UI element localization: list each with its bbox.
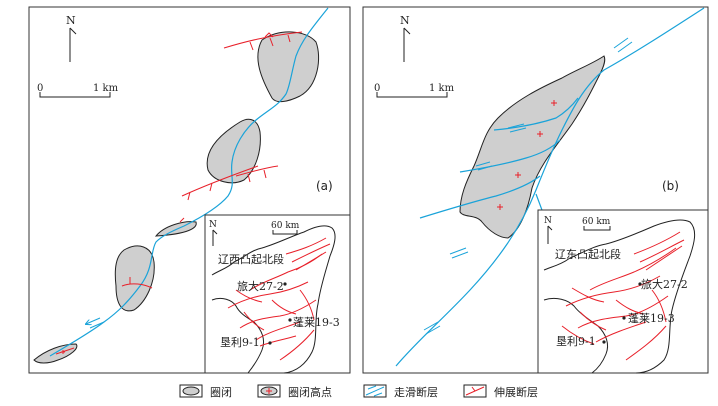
slip-arrows-b bbox=[423, 37, 633, 335]
panel-a-frame bbox=[28, 6, 351, 374]
extensional-faults-a bbox=[55, 31, 303, 355]
closure-1 bbox=[257, 31, 320, 103]
legend-label-closure: 圈闭 bbox=[210, 386, 232, 399]
legend-label-extension: 伸展断层 bbox=[494, 385, 538, 399]
inset-site-label: 蓬莱19-3 bbox=[628, 312, 675, 325]
closure-4 bbox=[114, 245, 155, 312]
closures bbox=[33, 31, 320, 364]
inset-scale-bar bbox=[272, 230, 298, 235]
panel-a-label: (a) bbox=[316, 179, 333, 193]
north-arrow-icon bbox=[403, 27, 411, 62]
inset-site-label: 蓬莱19-3 bbox=[293, 316, 340, 329]
inset-scale-label: 60 km bbox=[271, 221, 300, 231]
inset-north-label: N bbox=[209, 220, 217, 230]
inset-site-label: 垦利9-1 bbox=[556, 335, 596, 348]
inset-site-label: 旅大27-2 bbox=[641, 277, 688, 291]
inset-north-label: N bbox=[544, 216, 552, 226]
north-arrow-icon bbox=[69, 27, 77, 62]
coastline-b bbox=[543, 219, 696, 374]
inset-site-label: 垦利9-1 bbox=[220, 336, 260, 349]
scale-km: 1 km bbox=[93, 83, 119, 94]
inset-region-label: 辽西凸起北段 bbox=[218, 252, 284, 266]
legend-label-strike-slip: 走滑断层 bbox=[394, 385, 438, 399]
panel-a: N 0 1 km bbox=[28, 6, 351, 374]
scale-zero: 0 bbox=[374, 83, 380, 94]
closure-icon bbox=[179, 384, 203, 398]
strike-slip-fault-main bbox=[49, 7, 329, 357]
inset-map-a: N 60 km 辽西凸起北段 旅大27-2 蓬莱19-3 垦利9-1 bbox=[204, 214, 351, 374]
coastline-a bbox=[211, 225, 336, 374]
closure-highs-a bbox=[61, 32, 274, 354]
inset-map-b: N 60 km 辽东凸起北段 旅大27-2 蓬莱19-3 垦利9-1 bbox=[537, 209, 709, 374]
slip-arrows-a bbox=[86, 317, 105, 329]
closure-2 bbox=[206, 118, 261, 184]
inset-region-label: 辽东凸起北段 bbox=[555, 247, 621, 261]
strike-slip-fault-icon bbox=[363, 384, 387, 398]
inset-scale-bar bbox=[583, 226, 611, 231]
inset-site-label: 旅大27-2 bbox=[237, 279, 284, 293]
inset-scale-label: 60 km bbox=[582, 217, 611, 227]
north-label: N bbox=[66, 14, 76, 27]
panel-b-label: (b) bbox=[662, 179, 679, 193]
closure-5 bbox=[33, 343, 78, 364]
closure-highs-b bbox=[497, 100, 557, 210]
scale-bar bbox=[39, 92, 111, 98]
closure-large bbox=[459, 55, 606, 239]
site-markers-a bbox=[268, 282, 292, 345]
extensional-fault-icon bbox=[463, 384, 487, 398]
panel-b-frame bbox=[362, 6, 709, 374]
closure-3 bbox=[154, 221, 197, 237]
scale-zero: 0 bbox=[37, 83, 43, 94]
fault-network-a bbox=[227, 237, 331, 361]
site-markers-b bbox=[602, 282, 642, 344]
closure-high-icon bbox=[257, 384, 281, 398]
scale-bar bbox=[376, 92, 448, 98]
panel-b: N 0 1 km bbox=[362, 6, 709, 374]
scale-km: 1 km bbox=[429, 83, 455, 94]
legend: 圈闭 圈闭高点 走滑断层 伸展断层 bbox=[179, 384, 538, 399]
north-label: N bbox=[400, 14, 410, 27]
legend-label-closure-high: 圈闭高点 bbox=[288, 385, 332, 399]
fault-network-b bbox=[561, 231, 685, 361]
